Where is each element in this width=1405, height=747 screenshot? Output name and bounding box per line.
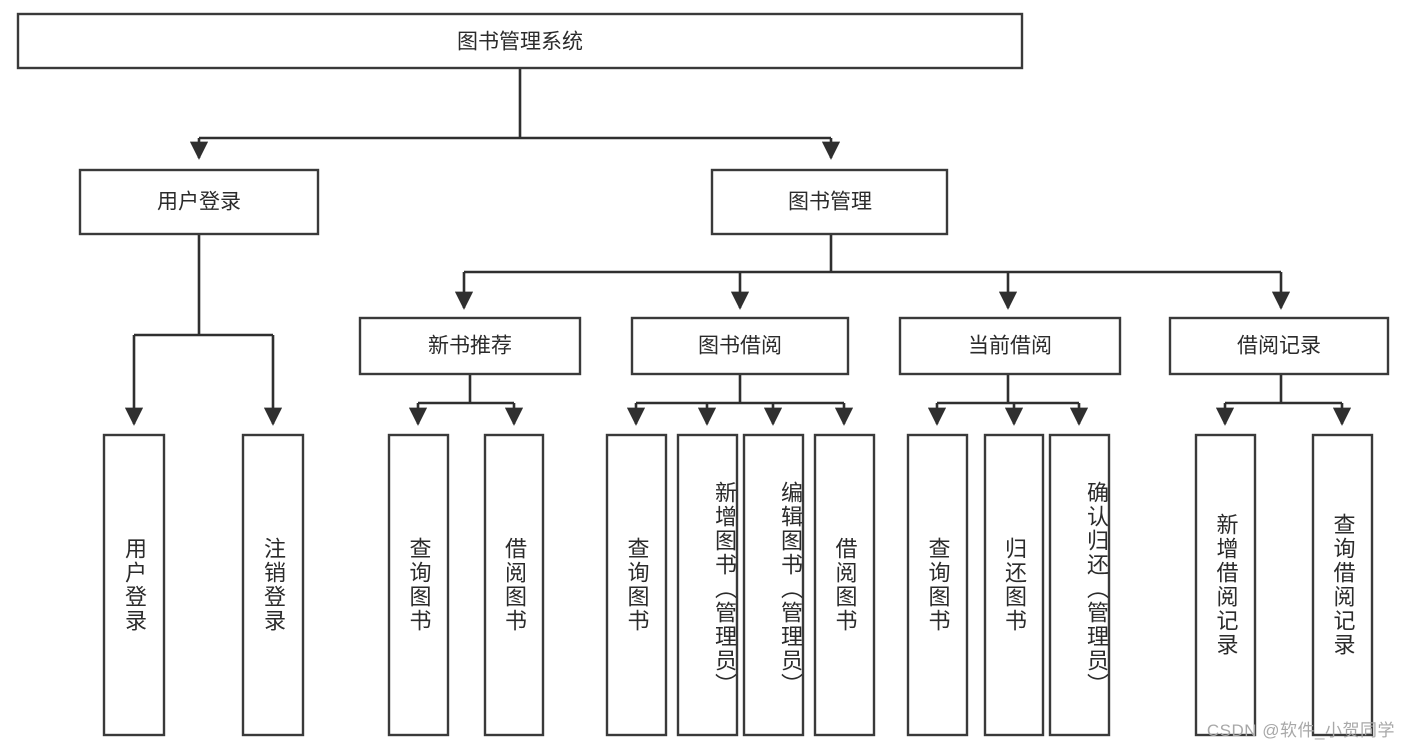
leaf-box-confirm-return-admin[interactable] (1048, 433, 1111, 737)
leaf-box-edit-book-admin[interactable] (742, 433, 805, 737)
leaf-box-query-book-borrow[interactable] (605, 433, 668, 737)
leaf-box-logout[interactable] (241, 433, 305, 737)
node-user-login-label: 用户登录 (157, 191, 241, 214)
leaf-box-add-book-admin[interactable] (676, 433, 739, 737)
node-borrow-record-box[interactable] (1168, 316, 1390, 376)
node-root-label: 图书管理系统 (457, 31, 583, 54)
node-root[interactable]: 图书管理系统 (16, 12, 1024, 70)
node-current-borrow-box[interactable] (898, 316, 1122, 376)
node-user-login-box[interactable] (78, 168, 320, 236)
leaf-box-borrow-book-rec[interactable] (483, 433, 545, 737)
node-book-borrow-label: 图书借阅 (698, 335, 782, 358)
node-root-box[interactable] (16, 12, 1024, 70)
node-new-book-recommend-box[interactable] (358, 316, 582, 376)
leaf-box-query-book-rec[interactable] (387, 433, 450, 737)
node-new-book-recommend-label: 新书推荐 (428, 335, 512, 358)
node-user-login[interactable]: 用户登录 (78, 168, 320, 236)
leaf-box-query-borrow-record[interactable] (1311, 433, 1374, 737)
leaf-box-add-borrow-record[interactable] (1194, 433, 1257, 737)
node-new-book-recommend[interactable]: 新书推荐 (358, 316, 582, 376)
node-current-borrow-label: 当前借阅 (968, 335, 1052, 358)
watermark-text: CSDN @软件_小贺同学 (1206, 721, 1395, 740)
leaf-box-return-book[interactable] (983, 433, 1045, 737)
node-book-management-box[interactable] (710, 168, 949, 236)
node-borrow-record-label: 借阅记录 (1237, 335, 1321, 358)
node-current-borrow[interactable]: 当前借阅 (898, 316, 1122, 376)
node-book-borrow-box[interactable] (630, 316, 850, 376)
node-book-management-label: 图书管理 (788, 191, 872, 214)
leaf-box-user-login[interactable] (102, 433, 166, 737)
node-book-borrow[interactable]: 图书借阅 (630, 316, 850, 376)
leaf-box-borrow-book[interactable] (813, 433, 876, 737)
connector-lines (124, 68, 1352, 426)
leaf-box-query-book-current[interactable] (906, 433, 969, 737)
node-book-management[interactable]: 图书管理 (710, 168, 949, 236)
node-borrow-record[interactable]: 借阅记录 (1168, 316, 1390, 376)
leaf-node-boxes (102, 433, 1374, 737)
